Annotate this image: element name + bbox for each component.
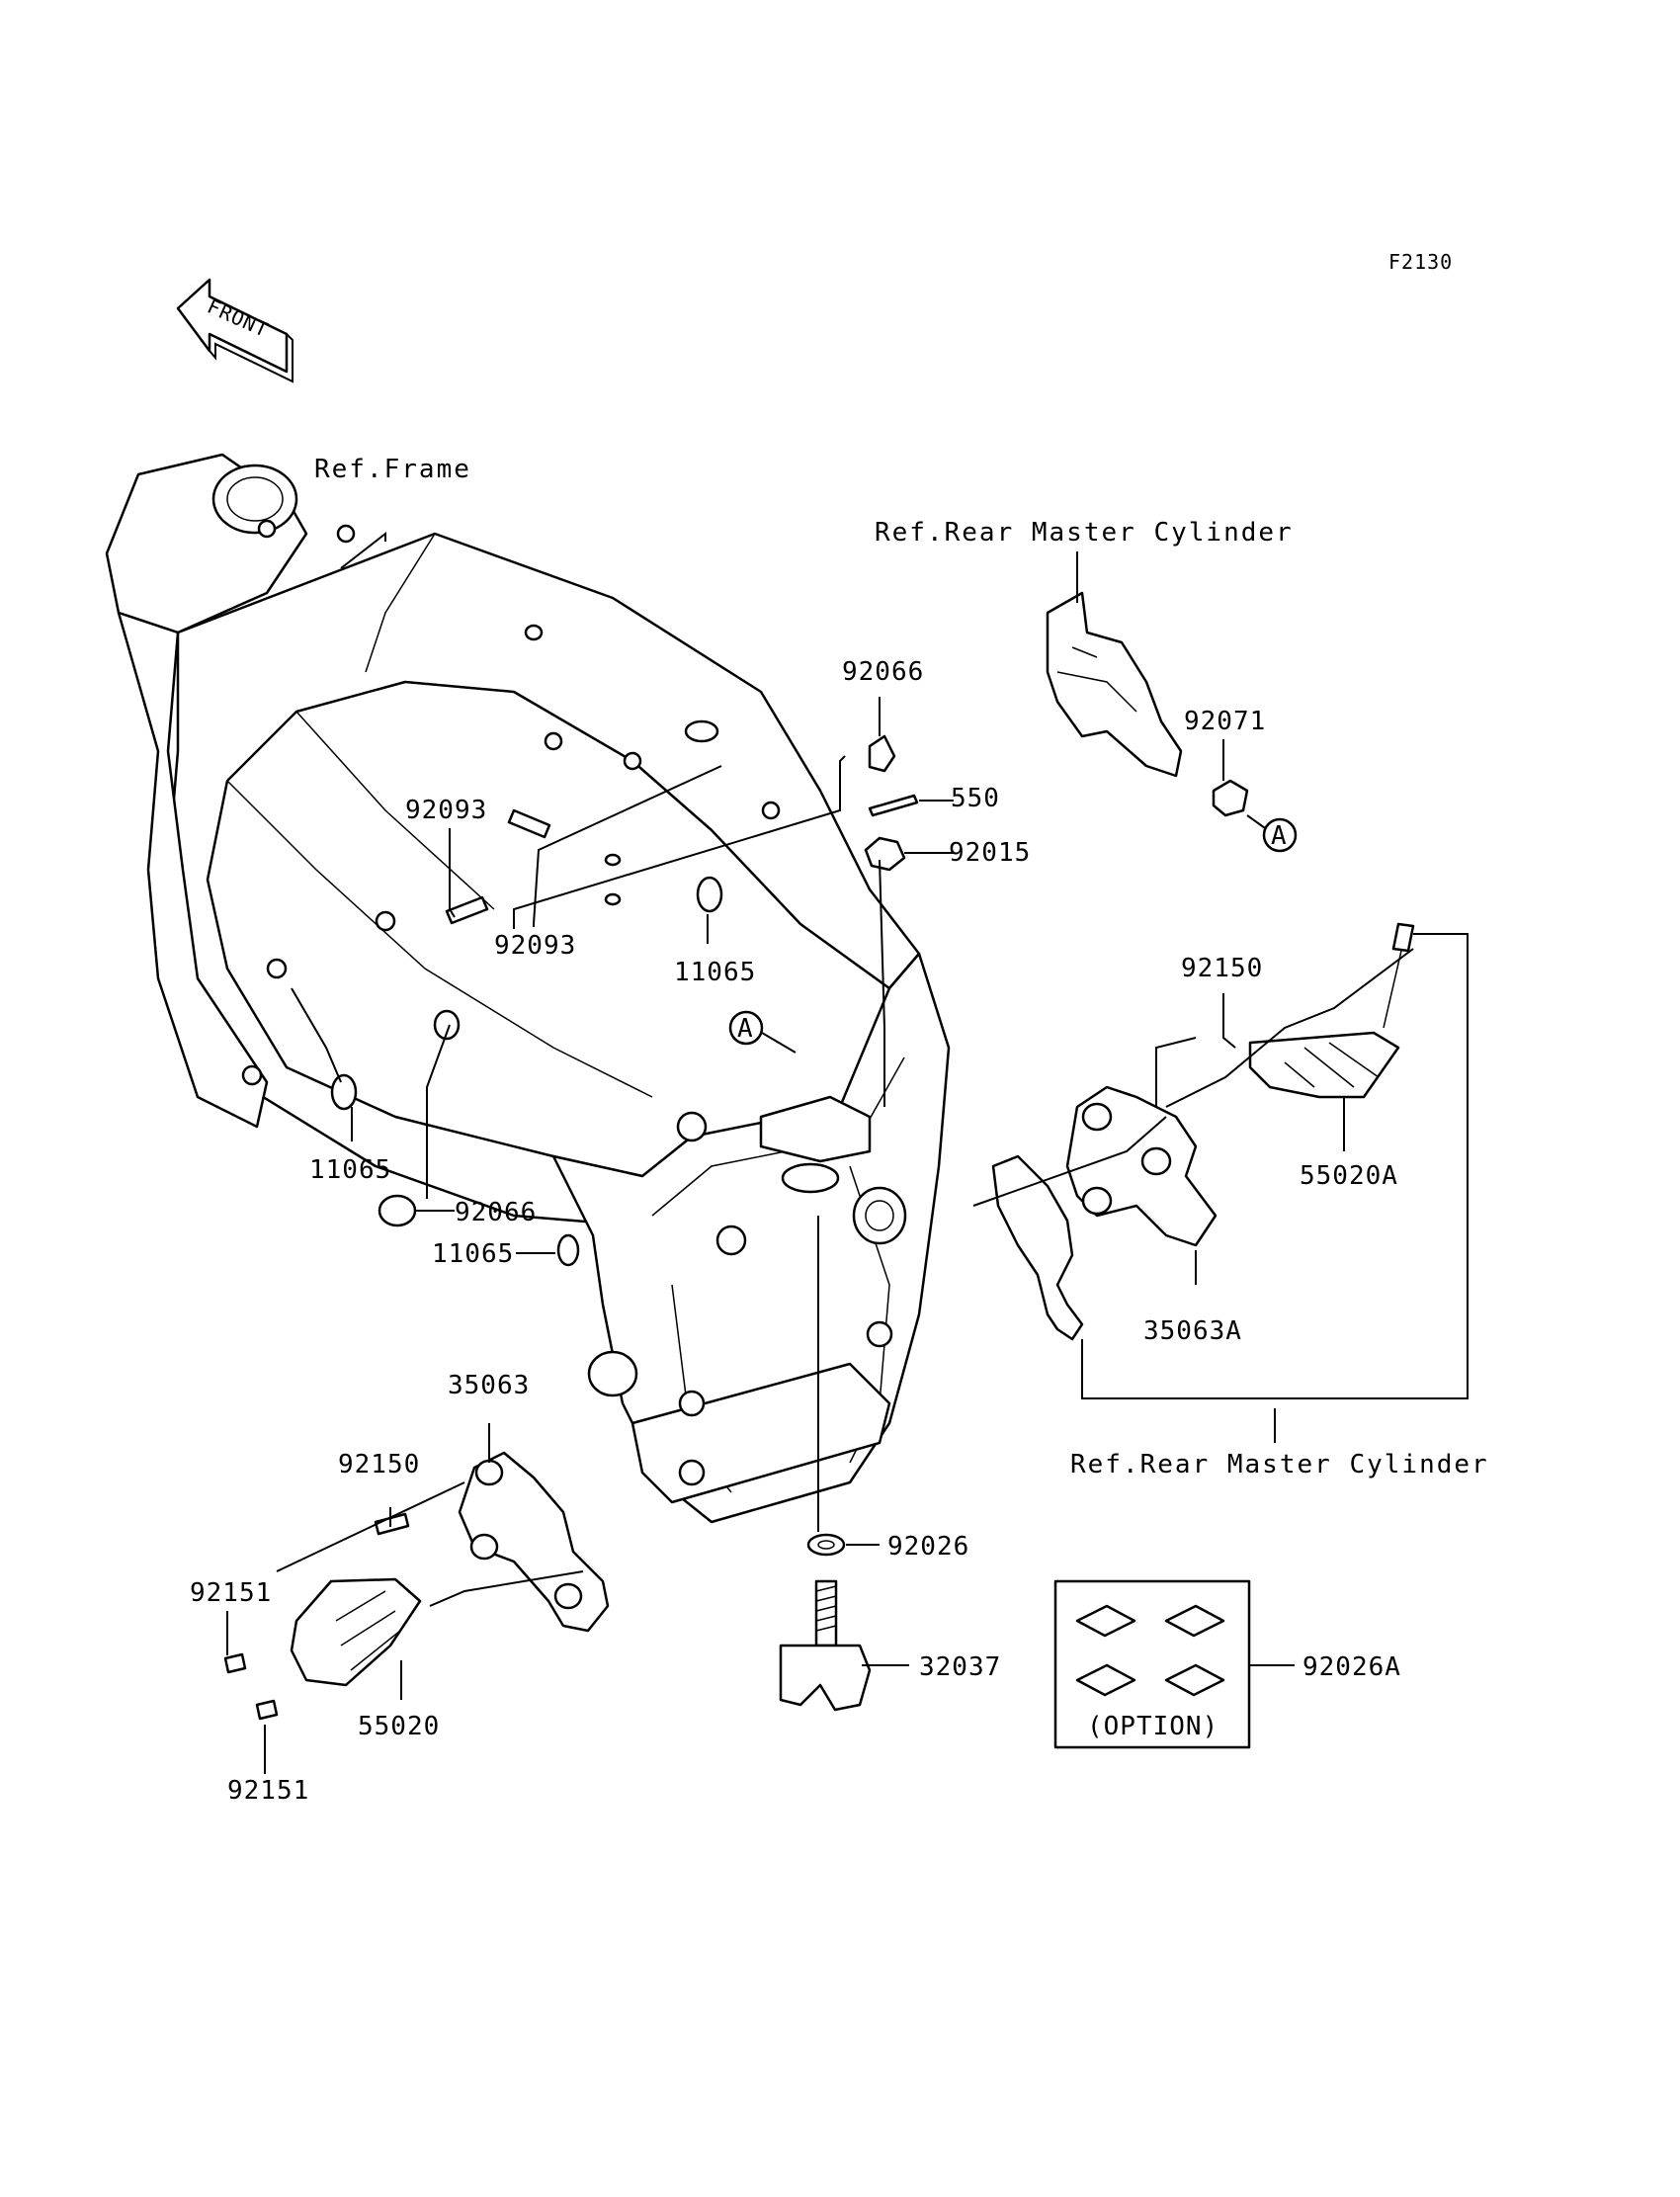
- part-35063: 35063: [448, 1371, 530, 1400]
- part-92151-bottom: 92151: [227, 1776, 309, 1806]
- svg-text:A: A: [1271, 821, 1288, 851]
- shim-icons: [1075, 1604, 1225, 1697]
- part-92071: 92071: [1184, 707, 1266, 736]
- svg-text:A: A: [737, 1014, 754, 1044]
- leader-lines: [226, 531, 1469, 1774]
- part-35063A: 35063A: [1143, 1316, 1242, 1346]
- option-box: (OPTION): [1053, 1579, 1251, 1749]
- part-92151-top: 92151: [190, 1578, 272, 1608]
- part-11065-mid: 11065: [674, 958, 756, 987]
- marker-a-right: A: [1262, 817, 1298, 853]
- part-92015: 92015: [949, 838, 1031, 868]
- part-92093-left: 92093: [405, 796, 487, 825]
- part-92150-left: 92150: [338, 1450, 420, 1479]
- marker-a-frame: A: [728, 1010, 797, 1054]
- ref-rear-master-cylinder-top: Ref.Rear Master Cylinder: [875, 518, 1294, 548]
- part-55020: 55020: [358, 1712, 440, 1741]
- rear-master-cylinder-top-drawing: [1046, 591, 1183, 778]
- footrest-bracket-left-drawing: [223, 1451, 610, 1721]
- part-92150-right: 92150: [1181, 954, 1263, 983]
- part-11065-left: 11065: [309, 1155, 391, 1185]
- part-550: 550: [951, 784, 1000, 813]
- part-92066-left: 92066: [455, 1198, 537, 1227]
- part-92026: 92026: [887, 1532, 969, 1562]
- frame-drawing: [105, 453, 951, 1524]
- front-arrow-icon: FRONT: [176, 278, 294, 383]
- footrest-bracket-right-drawing: [991, 922, 1415, 1341]
- small-parts-drawing: [330, 734, 1249, 1712]
- part-92026A: 92026A: [1302, 1652, 1401, 1682]
- diagram-code: F2130: [1388, 250, 1453, 274]
- ref-rear-master-cylinder-bottom: Ref.Rear Master Cylinder: [1070, 1450, 1489, 1479]
- part-92066-top: 92066: [842, 657, 924, 687]
- option-label: (OPTION): [1087, 1712, 1218, 1741]
- part-11065-lower: 11065: [432, 1239, 514, 1269]
- part-32037: 32037: [919, 1652, 1001, 1682]
- ref-frame-label: Ref.Frame: [314, 455, 471, 484]
- part-92093-right: 92093: [494, 931, 576, 961]
- part-55020A: 55020A: [1300, 1161, 1398, 1191]
